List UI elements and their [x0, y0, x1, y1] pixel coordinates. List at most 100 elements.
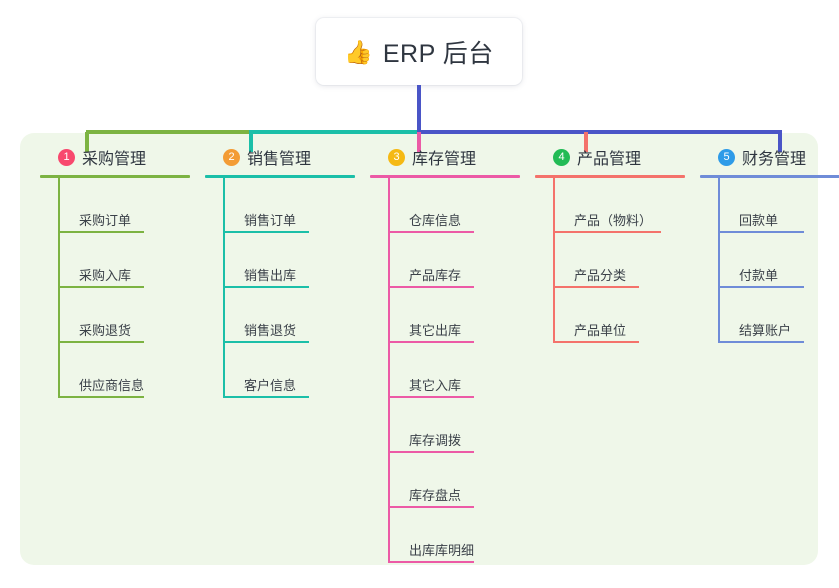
leaf-item-label: 客户信息: [244, 378, 297, 393]
leaf-item-label: 其它出库: [409, 323, 462, 338]
leaf-underline: [553, 341, 639, 343]
leaf-item[interactable]: 采购退货: [58, 288, 190, 343]
column-title: 采购管理: [82, 151, 147, 168]
leaf-item[interactable]: 供应商信息: [58, 343, 190, 398]
leaf-item[interactable]: 产品单位: [553, 288, 685, 343]
leaf-item[interactable]: 产品库存: [388, 233, 520, 288]
leaf-item-label: 库存调拨: [409, 433, 462, 448]
leaf-underline: [718, 286, 804, 288]
leaf-underline: [223, 286, 309, 288]
column-header[interactable]: 5 财务管理: [700, 146, 839, 168]
column-underline: [535, 175, 685, 178]
leaf-underline: [58, 231, 144, 233]
leaf-item-label: 产品库存: [409, 268, 462, 283]
leaf-item[interactable]: 出库库明细: [388, 508, 520, 563]
diagram-panel: [20, 133, 818, 565]
leaf-underline: [718, 231, 804, 233]
leaf-item[interactable]: 客户信息: [223, 343, 355, 398]
leaf-item[interactable]: 销售订单: [223, 178, 355, 233]
leaf-list: 产品（物料） 产品分类产品单位: [535, 178, 685, 343]
leaf-item[interactable]: 销售出库: [223, 233, 355, 288]
leaf-underline: [58, 341, 144, 343]
column-underline: [700, 175, 839, 178]
leaf-underline: [223, 396, 309, 398]
leaf-item-label: 出库库明细: [409, 543, 475, 558]
leaf-underline: [388, 286, 474, 288]
leaf-item-label: 付款单: [739, 268, 779, 283]
column-number-badge: 3: [388, 148, 405, 166]
leaf-underline: [388, 451, 474, 453]
leaf-item-label: 结算账户: [739, 323, 792, 338]
column-underline: [370, 175, 520, 178]
leaf-item[interactable]: 结算账户: [718, 288, 839, 343]
column-underline: [205, 175, 355, 178]
leaf-item-label: 销售退货: [244, 323, 297, 338]
leaf-item[interactable]: 采购入库: [58, 233, 190, 288]
column-group: 2 销售管理 销售订单销售出库销售退货客户信息: [205, 146, 355, 398]
leaf-list: 采购订单采购入库采购退货供应商信息: [40, 178, 190, 398]
leaf-spine: [553, 178, 555, 343]
column-number-badge: 5: [718, 148, 735, 166]
leaf-item-label: 销售出库: [244, 268, 297, 283]
leaf-item-label: 产品分类: [574, 268, 627, 283]
leaf-list: 销售订单销售出库销售退货客户信息: [205, 178, 355, 398]
leaf-item-label: 库存盘点: [409, 488, 462, 503]
leaf-underline: [223, 231, 309, 233]
leaf-item-label: 供应商信息: [79, 378, 145, 393]
column-number-badge: 2: [223, 148, 240, 166]
leaf-item[interactable]: 产品分类: [553, 233, 685, 288]
leaf-item[interactable]: 付款单: [718, 233, 839, 288]
leaf-item-label: 采购退货: [79, 323, 132, 338]
leaf-item-label: 产品单位: [574, 323, 627, 338]
leaf-item-label: 销售订单: [244, 213, 297, 228]
column-group: 5 财务管理 回款单付款单结算账户: [700, 146, 839, 343]
leaf-underline: [58, 286, 144, 288]
column-number-badge: 4: [553, 148, 570, 166]
leaf-underline: [388, 561, 474, 563]
column-header[interactable]: 2 销售管理: [205, 146, 355, 168]
leaf-item-label: 仓库信息: [409, 213, 462, 228]
leaf-list: 回款单付款单结算账户: [700, 178, 839, 343]
leaf-underline: [388, 506, 474, 508]
leaf-underline: [388, 341, 474, 343]
leaf-underline: [388, 231, 474, 233]
column-header[interactable]: 4 产品管理: [535, 146, 685, 168]
leaf-item-label: 其它入库: [409, 378, 462, 393]
leaf-item[interactable]: 库存盘点: [388, 453, 520, 508]
thumbs-up-icon: 👍: [344, 39, 373, 65]
leaf-item[interactable]: 仓库信息: [388, 178, 520, 233]
leaf-item[interactable]: 回款单: [718, 178, 839, 233]
root-node-card: 👍 ERP 后台: [316, 18, 522, 85]
leaf-spine: [223, 178, 225, 398]
column-group: 3 库存管理 仓库信息产品库存其它出库其它入库库存调拨库存盘点出库库明细: [370, 146, 520, 563]
leaf-item-label: 回款单: [739, 213, 779, 228]
column-title: 财务管理: [742, 151, 807, 168]
leaf-underline: [58, 396, 144, 398]
leaf-spine: [718, 178, 720, 343]
column-underline: [40, 175, 190, 178]
root-title: ERP 后台: [382, 39, 494, 68]
leaf-item[interactable]: 产品（物料）: [553, 178, 685, 233]
leaf-underline: [718, 341, 804, 343]
leaf-item[interactable]: 采购订单: [58, 178, 190, 233]
column-title: 产品管理: [577, 151, 642, 168]
column-group: 4 产品管理 产品（物料） 产品分类产品单位: [535, 146, 685, 343]
leaf-underline: [553, 286, 639, 288]
leaf-spine: [58, 178, 60, 398]
leaf-underline: [388, 396, 474, 398]
leaf-item[interactable]: 库存调拨: [388, 398, 520, 453]
leaf-item-label: 采购入库: [79, 268, 132, 283]
leaf-underline: [553, 231, 661, 233]
leaf-item[interactable]: 其它入库: [388, 343, 520, 398]
leaf-underline: [223, 341, 309, 343]
column-title: 销售管理: [247, 151, 312, 168]
leaf-spine: [388, 178, 390, 563]
leaf-item-label: 产品（物料）: [574, 213, 653, 228]
column-title: 库存管理: [412, 151, 477, 168]
column-header[interactable]: 3 库存管理: [370, 146, 520, 168]
column-number-badge: 1: [58, 148, 75, 166]
leaf-item[interactable]: 其它出库: [388, 288, 520, 343]
leaf-item[interactable]: 销售退货: [223, 288, 355, 343]
column-header[interactable]: 1 采购管理: [40, 146, 190, 168]
column-group: 1 采购管理 采购订单采购入库采购退货供应商信息: [40, 146, 190, 398]
